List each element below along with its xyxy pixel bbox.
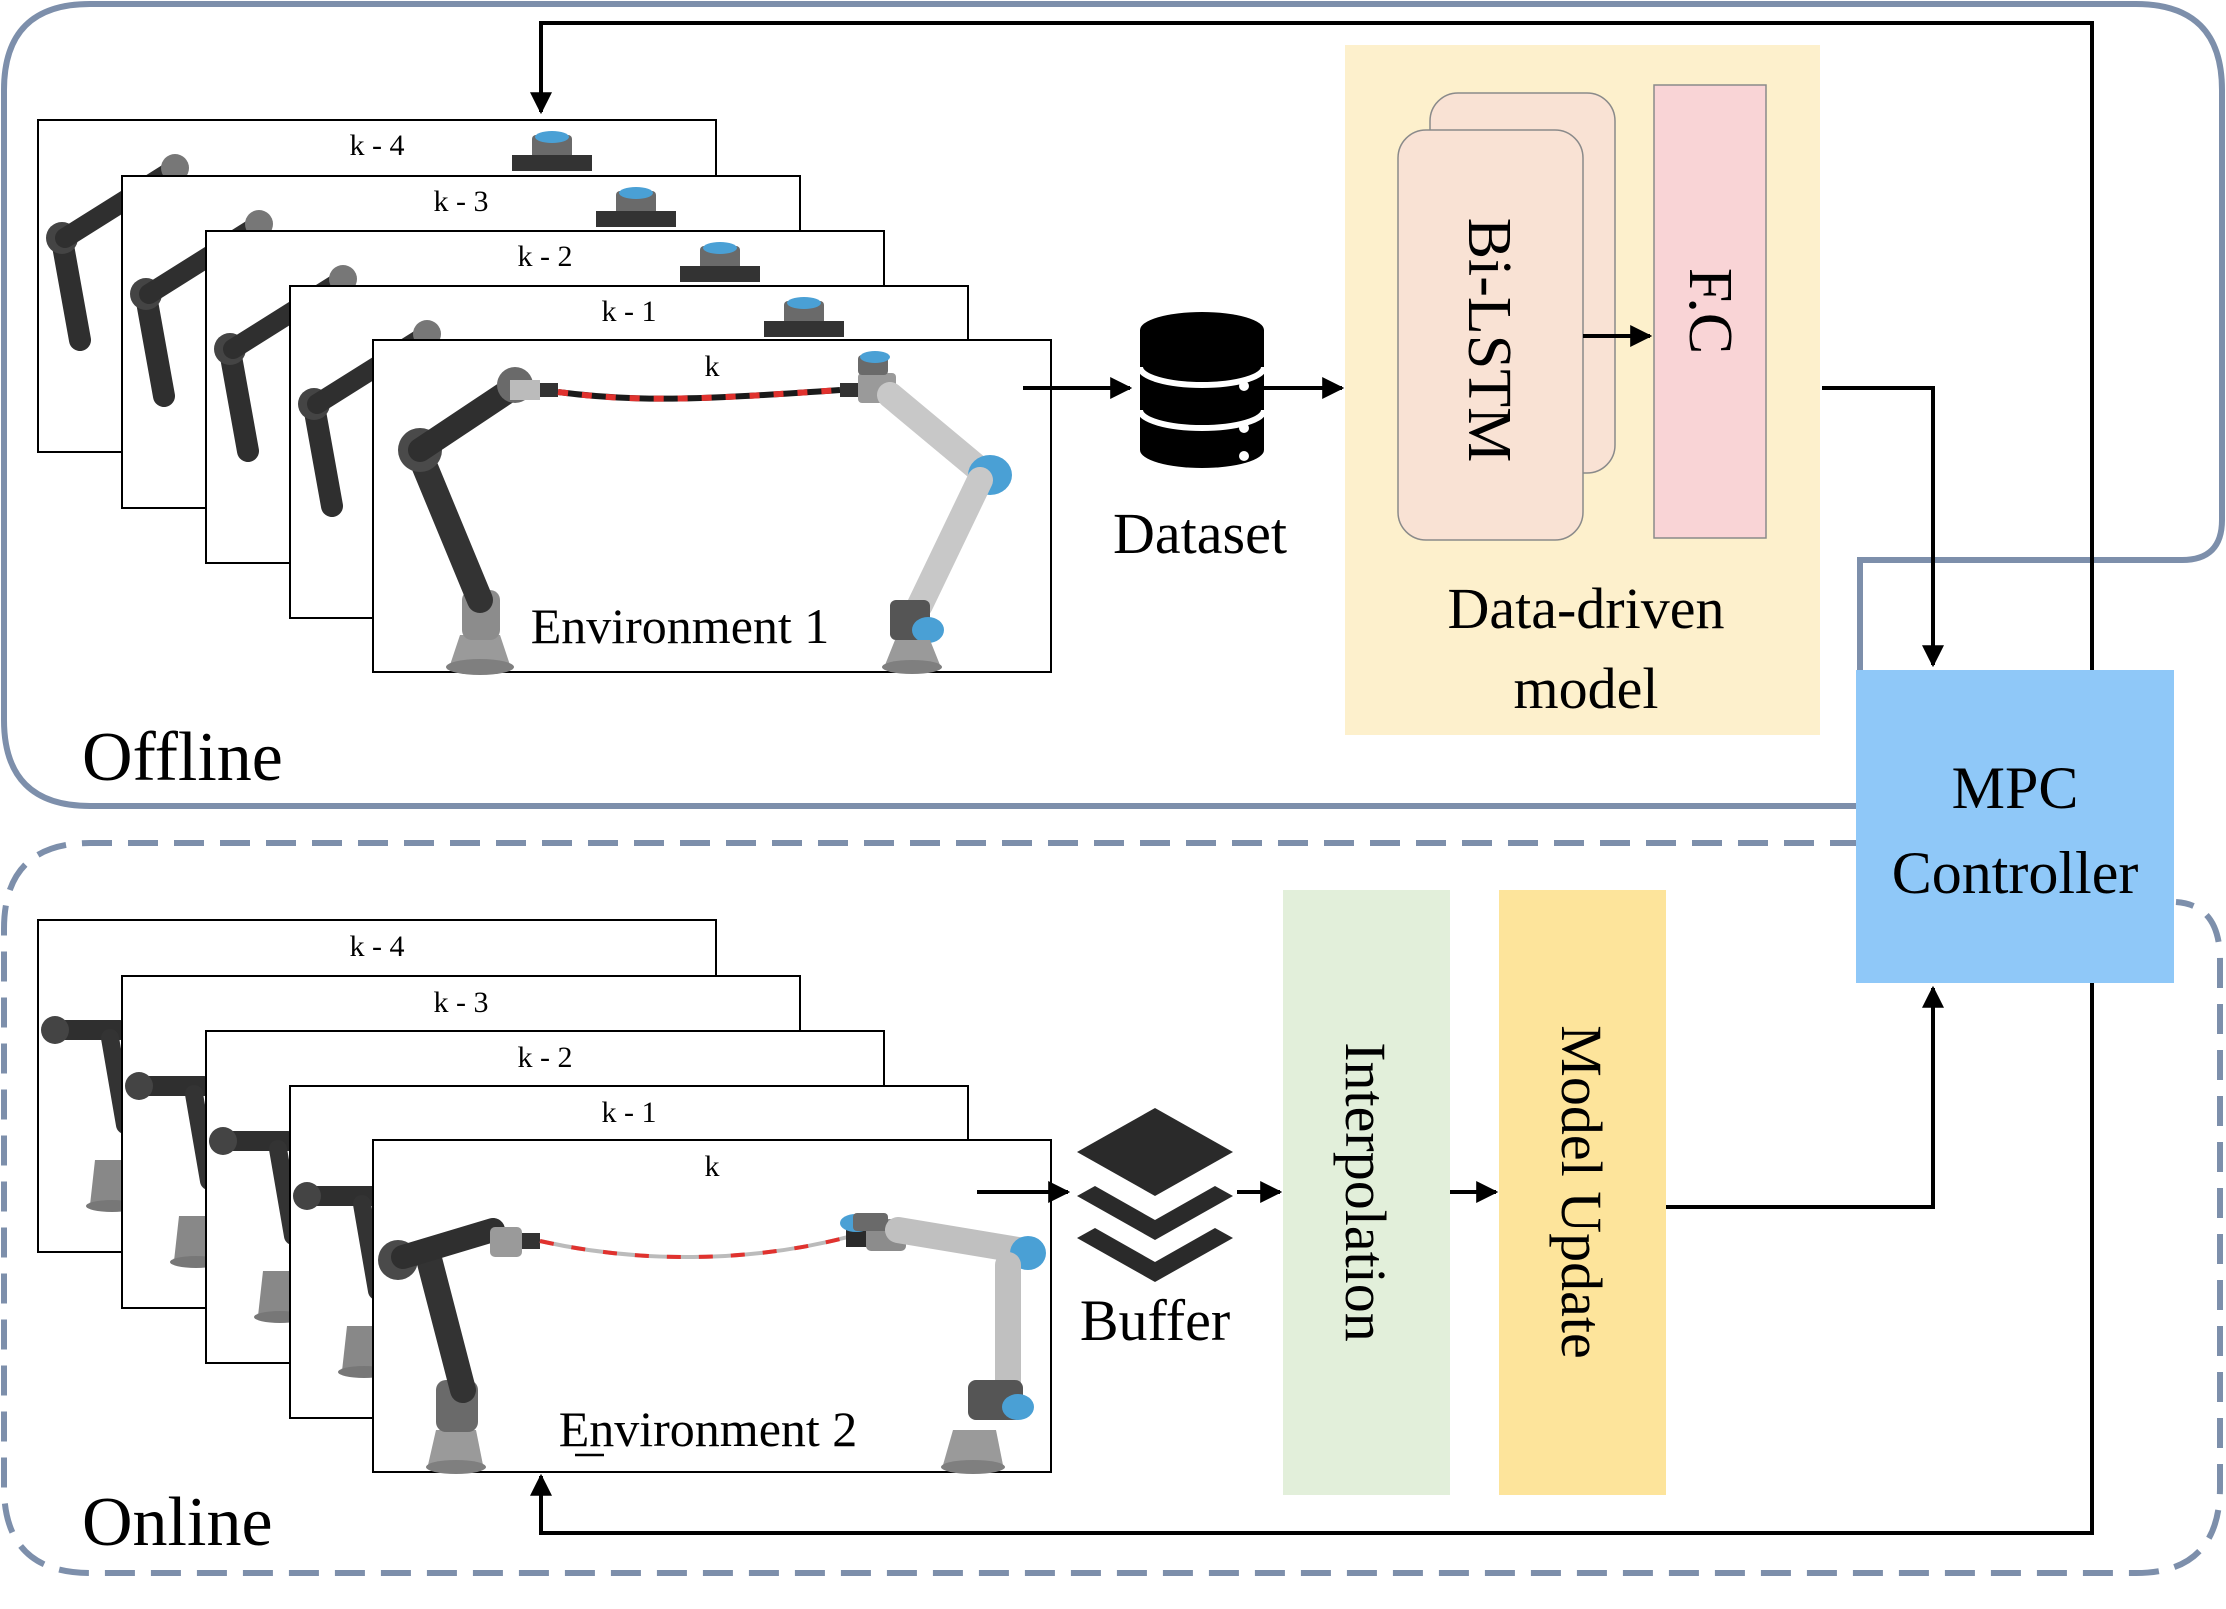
mpc-to-offline-frames-arrow bbox=[530, 21, 2094, 670]
offline-frame-k: k Environment 1 bbox=[372, 340, 1052, 675]
online-frame-k: k Environment 2 bbox=[373, 1139, 1051, 1474]
model-caption-line2: model bbox=[1514, 656, 1659, 721]
mpc-label-line2: Controller bbox=[1892, 840, 2139, 906]
online-frame-stack: k - 4 k - 3 k - 2 k - 1 k Environment 2 bbox=[38, 919, 1051, 1474]
offline-frame-label-k-2: k - 2 bbox=[518, 240, 573, 273]
mpc-to-online-frames-arrow bbox=[530, 983, 2094, 1535]
online-frame-label-k-1: k - 1 bbox=[602, 1096, 657, 1129]
environment-1-label: Environment 1 bbox=[531, 598, 830, 654]
offline-frame-label-k-4: k - 4 bbox=[350, 129, 405, 162]
bi-lstm-label: Bi-LSTM bbox=[1455, 218, 1523, 463]
online-frame-label-k-2: k - 2 bbox=[518, 1041, 573, 1074]
model-update-label: Model Update bbox=[1549, 1025, 1614, 1358]
online-frame-label-k-3: k - 3 bbox=[434, 986, 489, 1019]
offline-frame-label-k-1: k - 1 bbox=[602, 295, 657, 328]
online-label: Online bbox=[82, 1484, 273, 1561]
update-to-mpc-arrow bbox=[1666, 985, 1944, 1209]
offline-label: Offline bbox=[82, 719, 283, 796]
fc-label: F.C bbox=[1676, 268, 1744, 354]
environment-2-label: Environment 2 bbox=[559, 1401, 858, 1457]
dataset-label: Dataset bbox=[1113, 501, 1287, 566]
offline-frame-label-k-3: k - 3 bbox=[434, 185, 489, 218]
mpc-controller-block bbox=[1856, 670, 2174, 983]
fc-block bbox=[1653, 84, 1767, 539]
online-panel bbox=[1, 840, 2223, 1576]
connectors bbox=[530, 21, 2094, 1535]
offline-panel bbox=[1, 1, 2225, 809]
layers-icon bbox=[1077, 1108, 1233, 1282]
online-frame-label-k: k bbox=[705, 1150, 720, 1183]
offline-frame-stack: k - 4 k - 3 k - 2 k - 1 k Environment bbox=[38, 119, 1052, 675]
online-frame-label-k-4: k - 4 bbox=[350, 930, 405, 963]
buffer-label: Buffer bbox=[1080, 1288, 1230, 1353]
data-driven-model: Bi-LSTM F.C Data-driven model bbox=[1345, 45, 1820, 735]
interpolation-label: Interpolation bbox=[1333, 1042, 1398, 1342]
model-update-block bbox=[1499, 890, 1666, 1495]
database-icon bbox=[1137, 312, 1267, 468]
model-caption-line1: Data-driven bbox=[1448, 576, 1725, 641]
interpolation-block bbox=[1283, 890, 1450, 1495]
offline-frame-label-k: k bbox=[705, 350, 720, 383]
mpc-label-line1: MPC bbox=[1952, 755, 2079, 821]
model-to-mpc-arrow bbox=[1822, 386, 1944, 668]
